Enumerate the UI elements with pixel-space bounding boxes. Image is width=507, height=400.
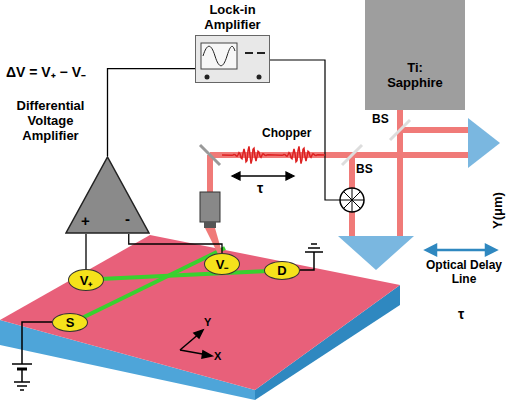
lock-in-amplifier: Lock-in Amplifier <box>185 2 280 83</box>
electrode-contact: V₊ <box>68 269 104 291</box>
laser-source: Ti: Sapphire <box>365 0 465 110</box>
differential-amplifier: Differential Voltage Amplifier + - <box>3 98 153 238</box>
laser-housing <box>365 0 465 110</box>
signal-wire <box>86 234 87 269</box>
contact-label: D <box>277 263 286 278</box>
channel <box>82 248 225 318</box>
component-label: BS <box>372 112 389 126</box>
ground-wire <box>300 252 314 270</box>
ground-symbol <box>305 244 323 252</box>
stage-arrow <box>426 245 496 255</box>
axes <box>180 330 212 358</box>
signal-wire <box>129 234 222 253</box>
axis-label: X <box>214 350 221 362</box>
bias-wire <box>22 322 52 364</box>
objective <box>200 192 220 222</box>
delay-symbol: τ <box>458 306 464 322</box>
signal-wire <box>108 69 196 156</box>
retro-prism <box>338 236 414 270</box>
channel <box>100 271 268 279</box>
instrument-label: Lock-in Amplifier <box>185 2 280 32</box>
battery-symbol <box>12 364 32 390</box>
component-label: BS <box>356 162 373 176</box>
axis-label: Y <box>204 316 211 328</box>
chopper-wheel <box>340 188 364 212</box>
objective <box>204 222 216 228</box>
component-label: Optical Delay Line <box>424 258 504 286</box>
component-label: Chopper <box>262 126 311 140</box>
delay-arrow <box>232 172 294 180</box>
axis-label: Y(μm) <box>490 192 505 229</box>
mirror <box>200 145 220 165</box>
focused-beam <box>205 228 223 256</box>
retro-prism <box>468 118 500 168</box>
electrode-contact: S <box>52 313 88 332</box>
contact-label: V₊ <box>80 271 93 289</box>
delay-symbol: τ <box>257 180 263 196</box>
instrument-box <box>195 35 270 83</box>
amplifier-triangle <box>65 156 150 234</box>
laser-beam <box>210 110 475 240</box>
input-sign: + <box>81 212 90 229</box>
beam-splitter <box>390 120 410 140</box>
input-sign: - <box>125 210 130 227</box>
formula-label: ΔV = V₊ − V₋ <box>6 62 86 81</box>
contact-label: S <box>66 315 75 330</box>
sample-top <box>0 235 400 390</box>
contact-label: V₋ <box>216 255 229 273</box>
electrode-contact: V₋ <box>204 253 240 275</box>
amplifier-label: Differential Voltage Amplifier <box>3 98 98 143</box>
electrode-contact: D <box>264 261 300 280</box>
pulse-train <box>222 146 325 163</box>
laser-label: Ti: Sapphire <box>380 60 450 90</box>
